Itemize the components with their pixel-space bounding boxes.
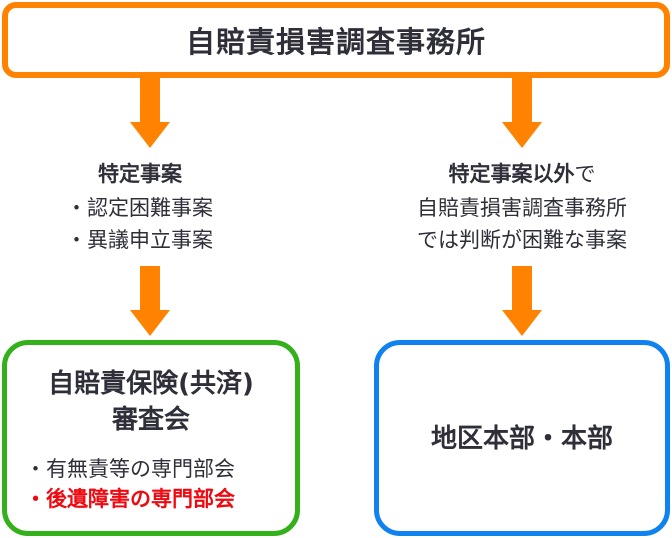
arrow-bottom-right	[502, 266, 542, 336]
green-box-title-line1: 自賠責保険(共済)	[48, 369, 254, 399]
arrow-top-left	[130, 78, 170, 148]
green-box-title-line2: 審査会	[111, 405, 190, 435]
right-branch-line: では判断が困難な事案	[417, 228, 627, 252]
right-branch-heading: 特定事案以外で	[448, 162, 596, 186]
right-branch-line: 自賠責損害調査事務所	[417, 196, 627, 220]
arrow-top-right	[502, 78, 542, 148]
left-branch-heading: 特定事案	[98, 162, 182, 186]
blue-box-title: 地区本部・本部	[430, 423, 613, 454]
top-box-jibaiseki-office: 自賠責損害調査事務所	[2, 2, 670, 78]
left-branch-item: ・異議申立事案	[66, 228, 213, 252]
green-box-item-highlighted: ・後遺障害の専門部会	[25, 487, 235, 511]
green-box-review-committee: 自賠責保険(共済) 審査会 ・有無責等の専門部会 ・後遺障害の専門部会	[2, 340, 300, 536]
left-branch-item: ・認定困難事案	[66, 196, 213, 220]
arrow-bottom-left	[130, 266, 170, 336]
blue-box-regional-hq: 地区本部・本部	[374, 340, 670, 536]
green-box-item: ・有無責等の専門部会	[25, 457, 235, 481]
top-box-title: 自賠責損害調査事務所	[185, 25, 486, 59]
